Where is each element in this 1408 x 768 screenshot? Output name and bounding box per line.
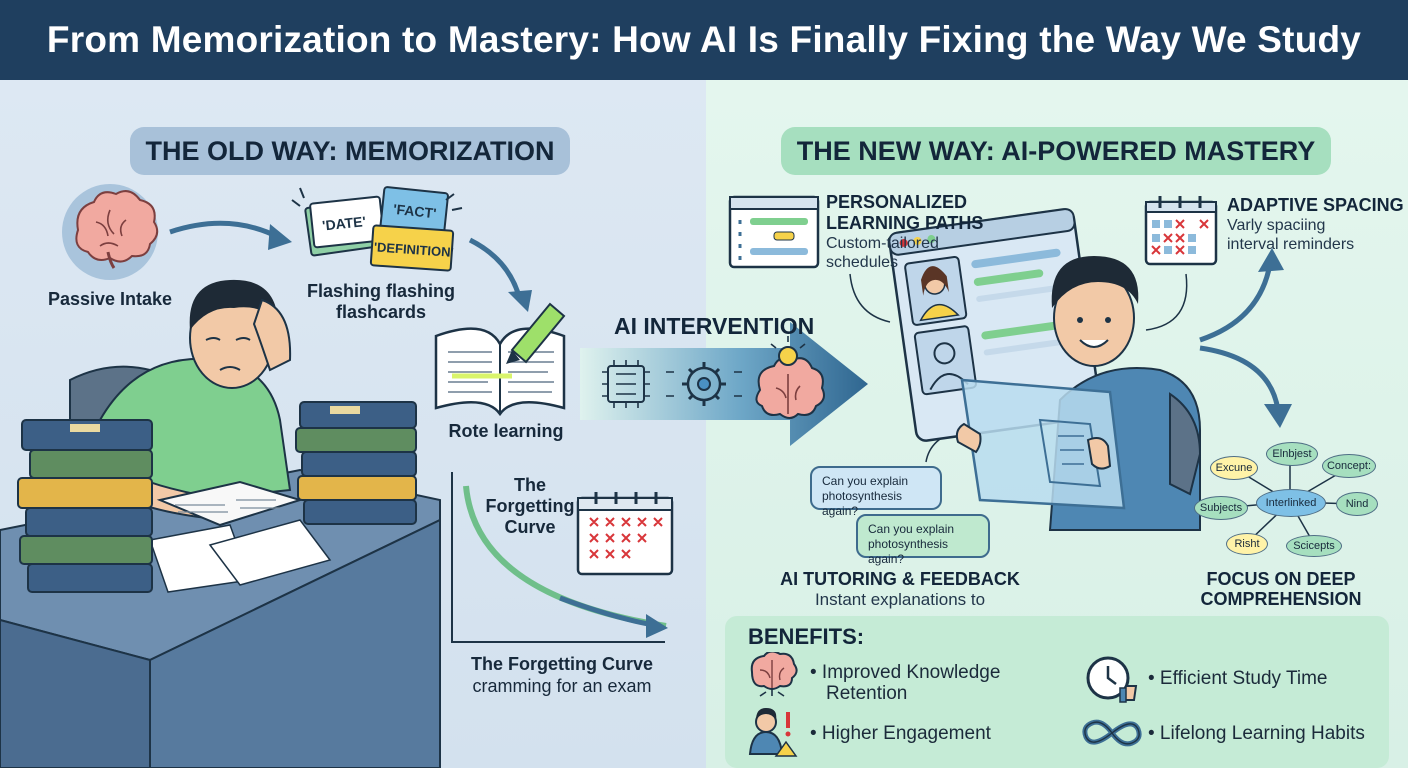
concept-node-6: Risht [1226, 533, 1268, 555]
book-stack-right [295, 401, 417, 525]
benefits-title: BENEFITS: [748, 624, 865, 649]
benefit-4-label: • Lifelong Learning Habits [1148, 723, 1365, 744]
tablet [955, 378, 1126, 510]
flashcards-icon [291, 186, 463, 272]
chat-bubble-2-line-1: Can you explain [868, 522, 955, 536]
card-date: 'DATE' [321, 213, 366, 233]
forgetting-curve-inset-line-2: Forgetting [485, 496, 575, 516]
personalized-title-line-2: LEARNING PATHS [826, 213, 984, 233]
concept-node-5: Nind [1336, 492, 1378, 516]
chat-bubble-question-2: Can you explain photosynthesis again? [856, 514, 990, 566]
old-way-scene: 'DATE' 'FACT' 'DEFINITION' [0, 184, 674, 768]
book-stack-left [17, 419, 153, 593]
adaptive-spacing-desc-line-2: interval reminders [1227, 236, 1355, 253]
passive-intake-label: Passive Intake [47, 289, 173, 309]
open-book-icon [434, 302, 566, 417]
ai-intervention-label: AI INTERVENTION [614, 313, 815, 339]
card-definition: 'DEFINITION' [373, 239, 454, 260]
scattered-papers [149, 480, 332, 593]
forgetting-curve-title: The Forgetting Curve [470, 654, 653, 674]
personalized-desc-line-1: Custom-tailored [826, 235, 939, 252]
flashcards-label-line-2: flashcards [335, 302, 427, 322]
new-way-heading: THE NEW WAY: AI-POWERED MASTERY [781, 127, 1331, 175]
student-alert-icon [748, 708, 798, 757]
personalized-title-line-1: PERSONALIZED [826, 192, 968, 212]
benefit-1-line-2: Retention [826, 683, 908, 704]
benefit-2-label: • Efficient Study Time [1148, 668, 1328, 689]
adaptive-spacing-title: ADAPTIVE SPACING [1227, 195, 1404, 215]
calendar-icon [576, 492, 674, 576]
rote-learning-label: Rote learning [448, 421, 564, 441]
clock-icon [1086, 656, 1138, 703]
benefit-3-label: • Higher Engagement [810, 723, 991, 744]
brain-icon [750, 652, 798, 697]
forgetting-curve-inset-line-1: The [513, 475, 546, 495]
forgetting-curve-inset-line-3: Curve [504, 517, 556, 537]
chip-icon [602, 360, 650, 408]
concept-node-1: Excune [1210, 456, 1258, 480]
brain-icon [62, 184, 159, 280]
chat-bubble-1-line-2: photosynthesis again? [822, 489, 903, 518]
chat-bubble-2-line-2: photosynthesis again? [868, 537, 949, 566]
forgetting-curve-caption: cramming for an exam [472, 676, 652, 696]
concept-node-3: Concept: [1322, 454, 1376, 478]
browser-window [888, 208, 1102, 442]
ai-tutoring-desc: Instant explanations to [814, 590, 986, 609]
ai-tutoring-title: AI TUTORING & FEEDBACK [780, 569, 1020, 589]
chat-bubble-question-1: Can you explain photosynthesis again? [810, 466, 942, 518]
focus-title-line-2: COMPREHENSION [1200, 589, 1362, 609]
flashcards-label-line-1: Flashing flashing [306, 281, 455, 301]
gear-icon [666, 362, 742, 406]
personalized-desc-line-2: schedules [826, 254, 899, 271]
concept-node-7: Scicepts [1286, 535, 1342, 557]
page-title: From Memorization to Mastery: How AI Is … [0, 0, 1408, 80]
card-fact: 'FACT' [392, 201, 437, 221]
forgetting-curve-graph [451, 472, 668, 643]
learning-path-icon [728, 195, 820, 269]
infinity-icon [1082, 719, 1142, 747]
benefits-panel [725, 616, 1389, 768]
focus-title-line-1: FOCUS ON DEEP [1206, 569, 1356, 589]
concept-node-2: Elnbjest [1266, 442, 1318, 466]
spacing-calendar-icon [1144, 196, 1218, 266]
new-way-scene [728, 195, 1357, 545]
old-way-heading: THE OLD WAY: MEMORIZATION [130, 127, 570, 175]
ai-intervention-arrow [580, 322, 868, 446]
adaptive-spacing-desc-line-1: Varly spaciing [1227, 217, 1326, 234]
concept-center-node: Interlinked [1256, 489, 1326, 517]
chat-bubble-1-line-1: Can you explain [822, 474, 909, 488]
concept-node-4: Subjects [1194, 496, 1248, 520]
benefit-1-line-1: • Improved Knowledge [810, 662, 1001, 683]
brain-bulb-icon [755, 336, 825, 419]
flow-arrow [169, 220, 282, 241]
